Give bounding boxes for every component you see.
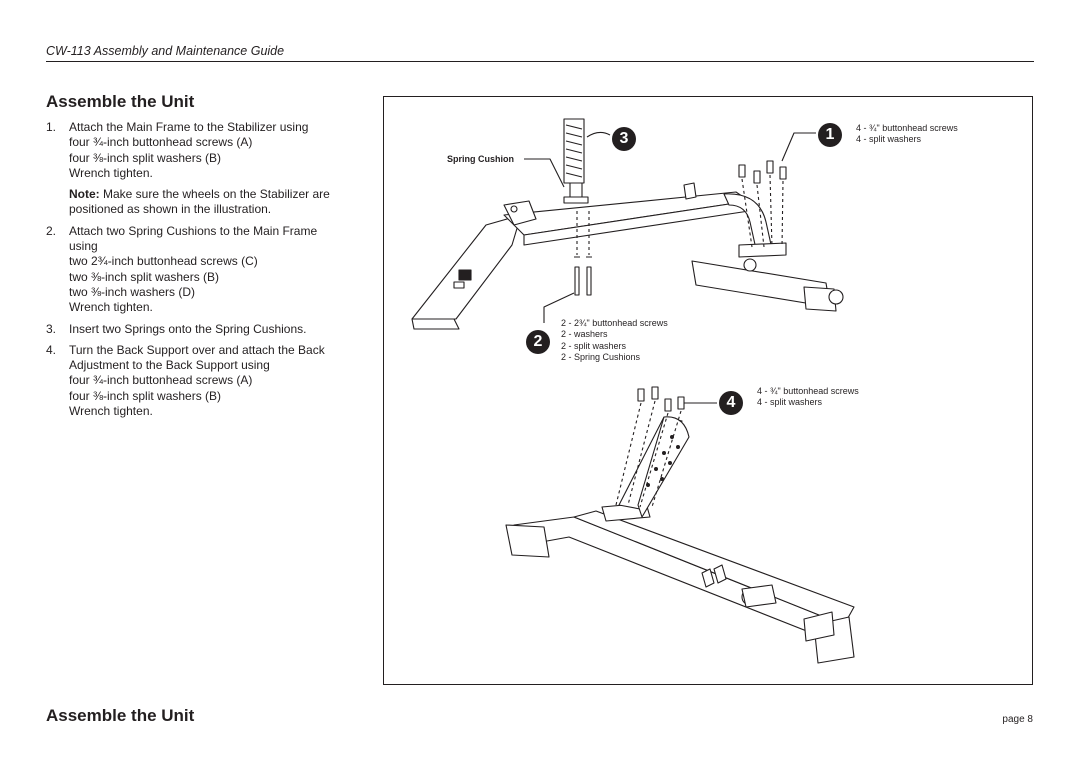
step-text: Turn the Back Support over and attach th… bbox=[69, 342, 325, 357]
step-text: two ⅜-inch washers (D) bbox=[69, 284, 196, 299]
step-text: two ⅜-inch split washers (B) bbox=[69, 269, 220, 284]
guide-title: CW-113 Assembly and Maintenance Guide bbox=[46, 44, 285, 58]
step-text: Attach the Main Frame to the Stabilizer … bbox=[69, 120, 309, 134]
step-text: four ¾-inch buttonhead screws (A) bbox=[69, 373, 253, 388]
back-support-rail bbox=[513, 516, 845, 646]
step-text: Attach two Spring Cushions to the Main F… bbox=[69, 223, 318, 238]
back-support-end bbox=[505, 524, 550, 558]
step-text: Wrench tighten. bbox=[69, 300, 153, 315]
step-text: Adjustment to the Back Support using bbox=[69, 358, 270, 373]
callout-3-badge: 3 bbox=[612, 127, 636, 151]
callout-1-badge: 1 bbox=[818, 123, 842, 147]
step-number: 2. bbox=[46, 223, 57, 238]
step-text: two 2¾-inch buttonhead screws (C) bbox=[69, 254, 258, 269]
parts-item: 2 - Spring Cushions bbox=[561, 351, 641, 362]
parts-item: 2 - washers bbox=[561, 329, 608, 340]
frame-handle bbox=[683, 182, 697, 200]
note-text: Make sure the wheels on the Stabilizer a… bbox=[99, 187, 330, 202]
footer-section-title: Assemble the Unit bbox=[46, 706, 195, 725]
callout-1-parts: 4 - ¾" buttonhead screws 4 - split washe… bbox=[856, 123, 958, 146]
step-4: 4. Turn the Back Support over and attach… bbox=[46, 343, 356, 419]
note-label: Note: bbox=[69, 187, 100, 202]
upright-base-plate bbox=[738, 242, 787, 258]
step-text: using bbox=[69, 239, 98, 254]
page-number: page 8 bbox=[1002, 714, 1033, 725]
springs bbox=[563, 118, 589, 204]
callout-4-badge: 4 bbox=[719, 391, 743, 415]
instruction-list: 1. Attach the Main Frame to the Stabiliz… bbox=[46, 120, 356, 425]
frame-foot bbox=[411, 318, 460, 330]
section-title: Assemble the Unit bbox=[46, 92, 195, 111]
back-support-rail-top bbox=[573, 510, 855, 626]
step-number: 3. bbox=[46, 321, 57, 336]
step-number: 4. bbox=[46, 342, 57, 357]
note: Note: Make sure the wheels on the Stabil… bbox=[46, 187, 356, 218]
step-text: four ⅜-inch split washers (B) bbox=[69, 388, 222, 403]
parts-item: 2 - split washers bbox=[561, 340, 627, 351]
frame-bolts-group-2 bbox=[574, 211, 592, 296]
step-1: 1. Attach the Main Frame to the Stabiliz… bbox=[46, 120, 356, 181]
step-number: 1. bbox=[46, 120, 57, 134]
back-support-knobs bbox=[701, 564, 727, 588]
step-text: Insert two Springs onto the Spring Cushi… bbox=[69, 321, 307, 336]
step-text: four ¾-inch buttonhead screws (A) bbox=[69, 135, 253, 150]
step-text: Wrench tighten. bbox=[69, 404, 153, 419]
spring-cushion-label: Spring Cushion bbox=[447, 154, 514, 164]
callout-4-parts: 4 - ¾" buttonhead screws 4 - split washe… bbox=[757, 386, 859, 409]
parts-item: 4 - ¾" buttonhead screws bbox=[856, 123, 958, 133]
parts-item: 4 - ¾" buttonhead screws bbox=[757, 386, 859, 396]
step-2: 2. Attach two Spring Cushions to the Mai… bbox=[46, 224, 356, 316]
back-bolts-group-4 bbox=[615, 386, 685, 508]
parts-item: 2 - 2¾" buttonhead screws bbox=[561, 318, 668, 328]
back-adjustment-arm bbox=[637, 416, 690, 518]
main-frame-upper bbox=[411, 214, 522, 320]
note-text: positioned as shown in the illustration. bbox=[69, 202, 272, 217]
frame-bolts-group-1 bbox=[738, 160, 787, 248]
stabilizer-wheel bbox=[828, 289, 844, 305]
assembly-drawing bbox=[411, 118, 855, 664]
step-text: four ⅜-inch split washers (B) bbox=[69, 150, 222, 165]
stabilizer-bar-end bbox=[803, 286, 837, 312]
parts-item: 4 - split washers bbox=[856, 134, 922, 145]
callout-2-parts: 2 - 2¾" buttonhead screws 2 - washers 2 … bbox=[561, 318, 668, 363]
header-divider bbox=[46, 61, 1034, 62]
back-support-clamp bbox=[803, 611, 835, 642]
parts-item: 4 - split washers bbox=[757, 397, 823, 408]
callout-2-badge: 2 bbox=[526, 330, 550, 354]
assembly-illustration: Spring Cushion 3 1 4 - ¾" buttonhead scr… bbox=[383, 96, 1033, 685]
step-3: 3. Insert two Springs onto the Spring Cu… bbox=[46, 322, 356, 337]
step-text: Wrench tighten. bbox=[69, 165, 153, 180]
